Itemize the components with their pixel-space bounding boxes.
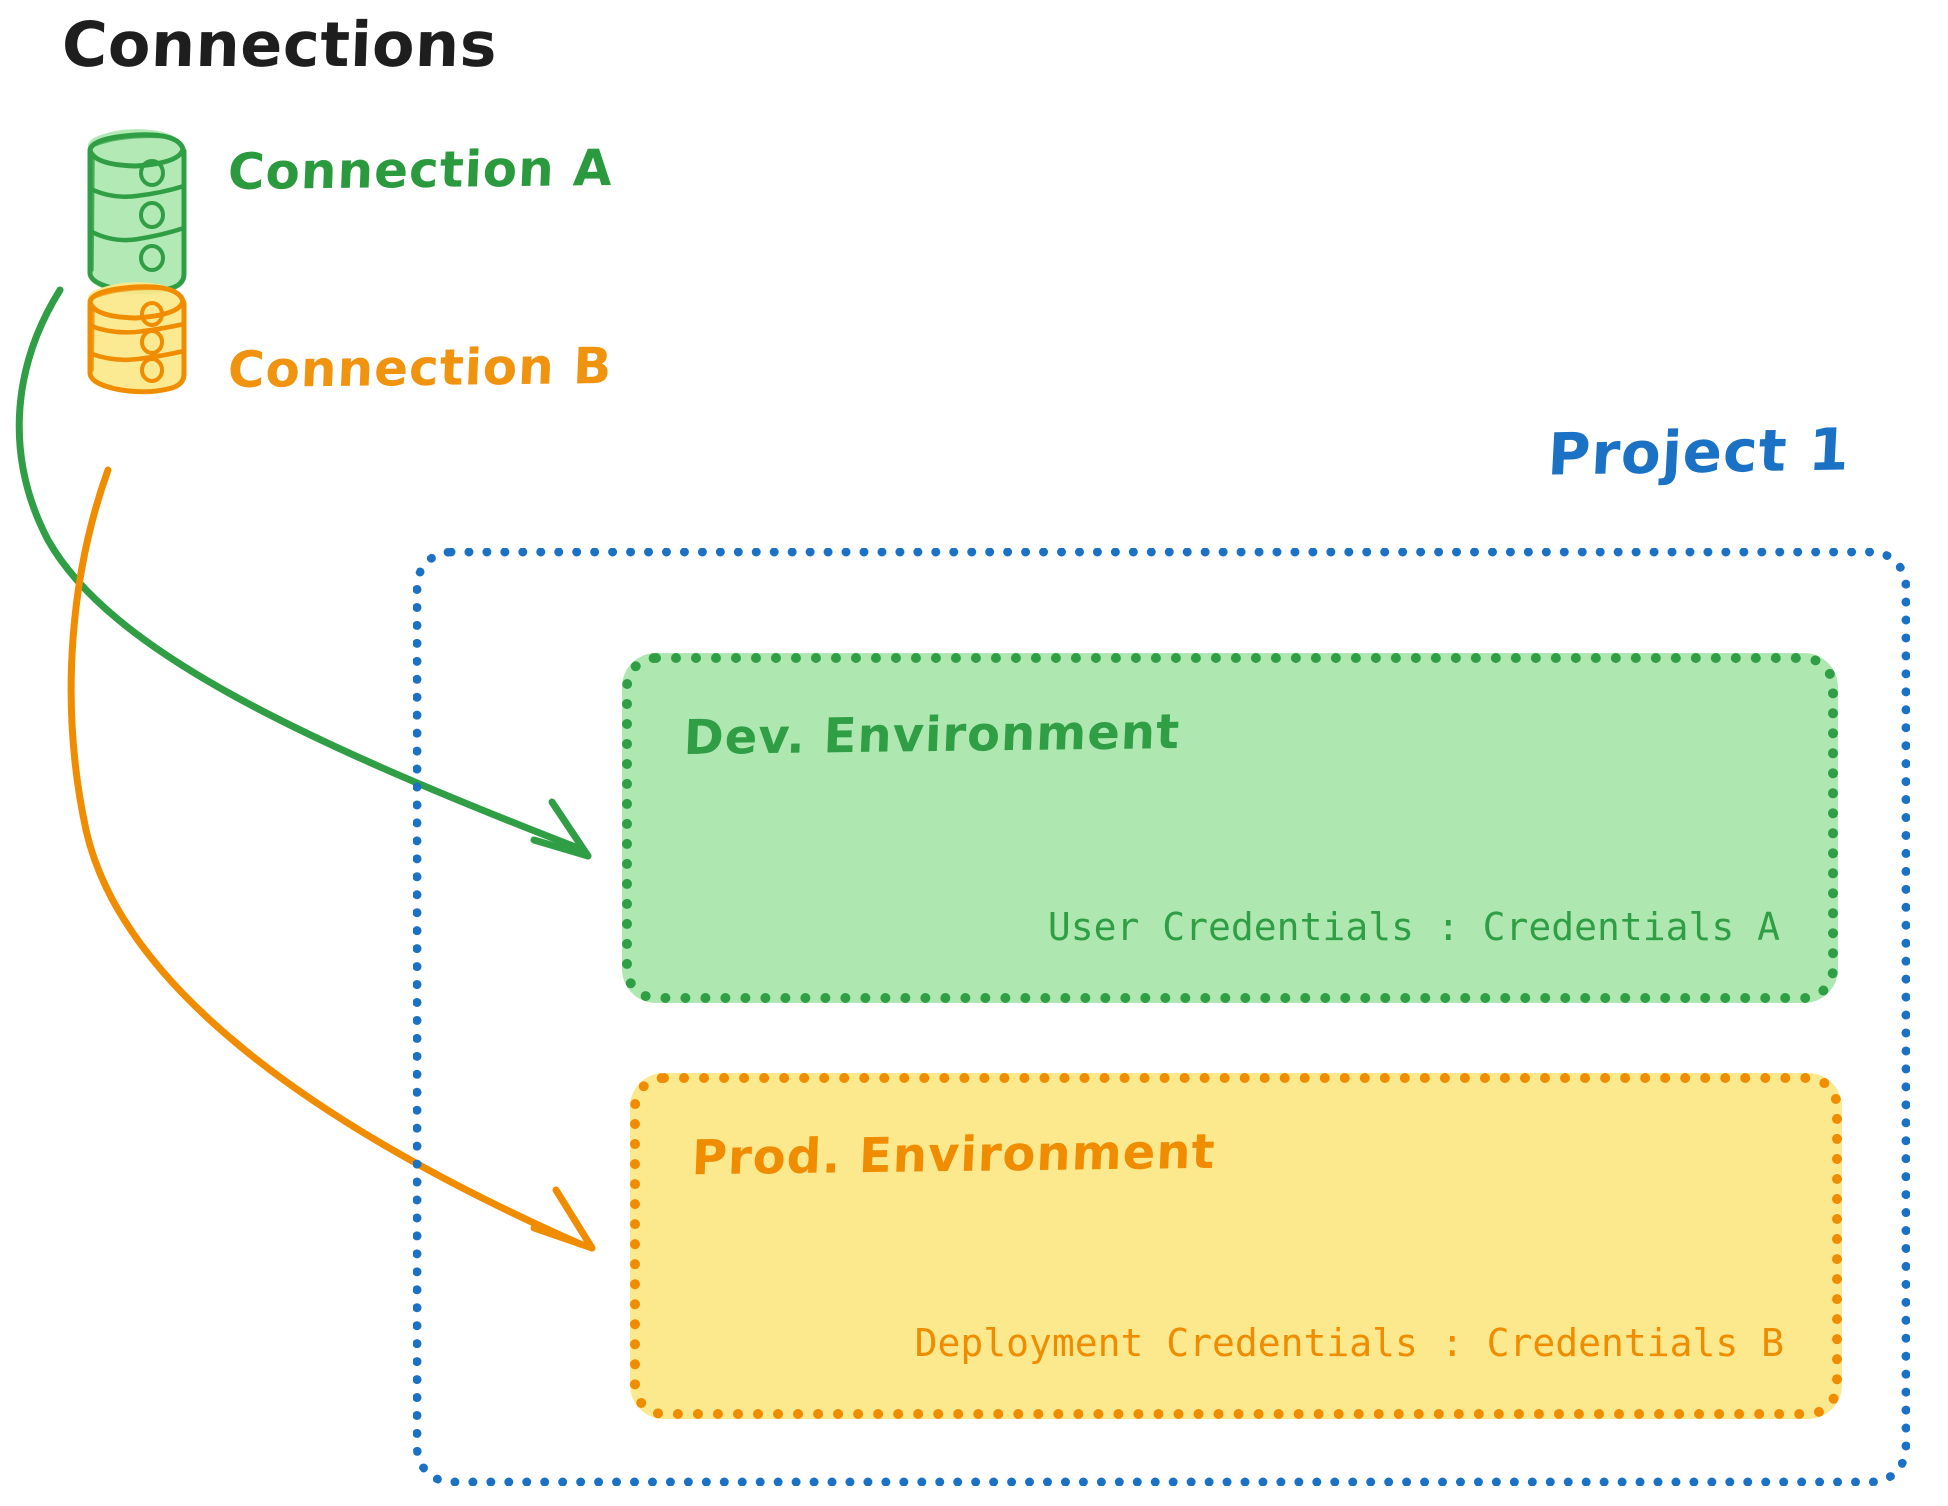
connection-b-label[interactable]: Connection B (226, 336, 614, 400)
dev-environment-heading: Dev. Environment (682, 703, 1182, 767)
project-container (413, 548, 1910, 1486)
prod-environment-credentials: Deployment Credentials : Credentials B (914, 1321, 1784, 1365)
prod-environment-heading: Prod. Environment (690, 1123, 1217, 1187)
database-cylinder-icon-connection-a[interactable] (87, 129, 187, 295)
dev-environment-box[interactable]: Dev. Environment User Credentials : Cred… (622, 653, 1838, 1003)
connection-a-label[interactable]: Connection A (226, 138, 615, 202)
prod-environment-box[interactable]: Prod. Environment Deployment Credentials… (630, 1073, 1842, 1419)
dev-environment-credentials: User Credentials : Credentials A (1047, 905, 1780, 949)
project-title: Project 1 (1546, 415, 1852, 489)
database-cylinder-icon-connection-b[interactable] (87, 282, 187, 395)
page-title: Connections (60, 8, 499, 81)
